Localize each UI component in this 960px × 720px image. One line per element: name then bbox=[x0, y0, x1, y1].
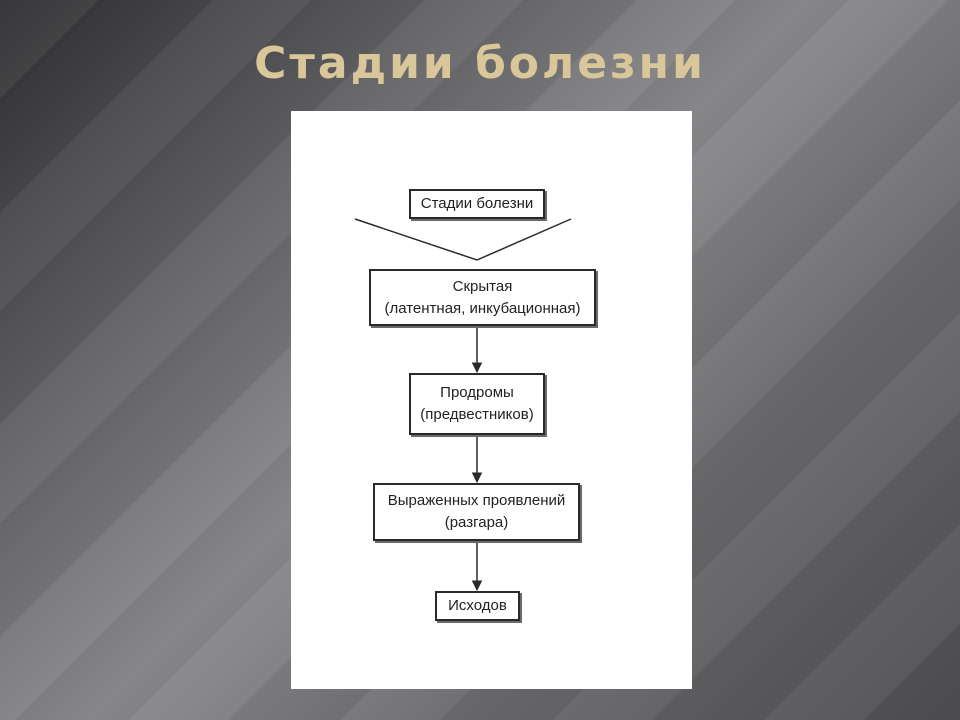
node-outcome-stage: Исходов bbox=[435, 591, 520, 621]
node-peak-stage: Выраженных проявлений (разгара) bbox=[373, 483, 580, 541]
node-latent-subtitle: (латентная, инкубационная) bbox=[384, 299, 581, 317]
node-latent-stage: Скрытая (латентная, инкубационная) bbox=[369, 269, 596, 326]
slide-title: Стадии болезни bbox=[254, 38, 706, 89]
node-peak-subtitle: (разгара) bbox=[444, 514, 509, 531]
chevron-connector bbox=[354, 218, 572, 261]
node-prodromal-stage: Продромы (предвестников) bbox=[409, 373, 545, 435]
node-latent-title: Скрытая bbox=[452, 277, 513, 295]
node-outcome-title: Исходов bbox=[448, 597, 507, 614]
node-prodromal-title: Продромы bbox=[440, 384, 514, 401]
node-peak-title: Выраженных проявлений bbox=[387, 492, 566, 509]
node-root: Стадии болезни bbox=[409, 189, 545, 219]
diagram-panel: Стадии болезни Скрытая (латентная, инкуб… bbox=[291, 111, 692, 689]
node-root-label: Стадии болезни bbox=[420, 195, 534, 212]
node-prodromal-subtitle: (предвестников) bbox=[420, 406, 534, 423]
diagram-connectors bbox=[354, 218, 572, 592]
